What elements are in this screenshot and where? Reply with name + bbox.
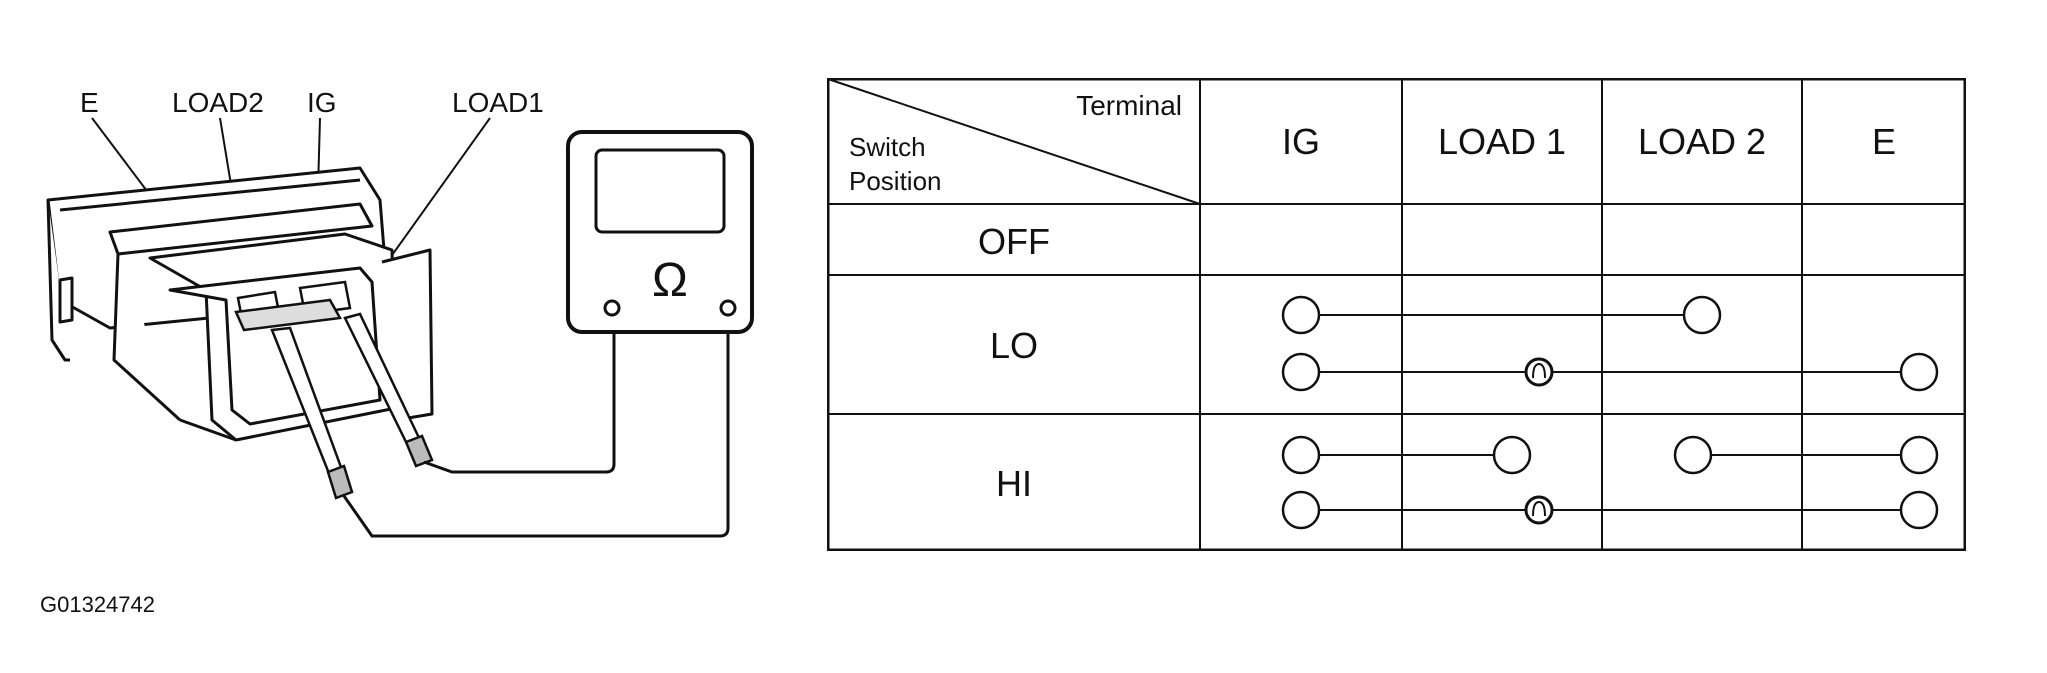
label-load1: LOAD1 (452, 87, 544, 118)
figure-id: G01324742 (40, 592, 155, 617)
corner-terminal-label: Terminal (1076, 90, 1182, 121)
hi-connection-load2-e (1673, 435, 1939, 475)
corner-switch-label: Switch (849, 132, 926, 162)
table-grid (827, 78, 1966, 551)
lo-connection-ig-load2 (1281, 295, 1722, 335)
row-label-lo: LO (990, 325, 1038, 366)
row-label-off: OFF (978, 221, 1050, 262)
col-header-load2: LOAD 2 (1638, 121, 1766, 162)
connector-illustration: E LOAD2 IG LOAD1 (40, 87, 754, 617)
col-header-load1: LOAD 1 (1438, 121, 1566, 162)
label-ig: IG (307, 87, 337, 118)
hi-connection-ig-load1 (1281, 435, 1532, 475)
ohmmeter: Ω (566, 130, 754, 334)
terminal-slots (234, 280, 352, 332)
bulb-icon (1524, 495, 1554, 525)
col-header-ig: IG (1282, 121, 1320, 162)
row-label-hi: HI (996, 463, 1032, 504)
label-load2: LOAD2 (172, 87, 264, 118)
bulb-icon (1524, 357, 1554, 387)
meter-jack-right (719, 299, 737, 317)
corner-diagonal (827, 78, 1201, 205)
test-probes (270, 312, 434, 500)
continuity-table: Terminal Switch Position IG LOAD 1 LOAD … (827, 78, 1966, 551)
label-e: E (80, 87, 99, 118)
ohm-symbol: Ω (652, 254, 688, 307)
hi-connection-ig-e-via-bulb (1281, 490, 1939, 530)
corner-position-label: Position (849, 166, 942, 196)
col-header-e: E (1872, 121, 1896, 162)
lo-connection-ig-e-via-bulb (1281, 352, 1939, 392)
meter-jack-left (603, 299, 621, 317)
probe-leads (342, 308, 730, 538)
